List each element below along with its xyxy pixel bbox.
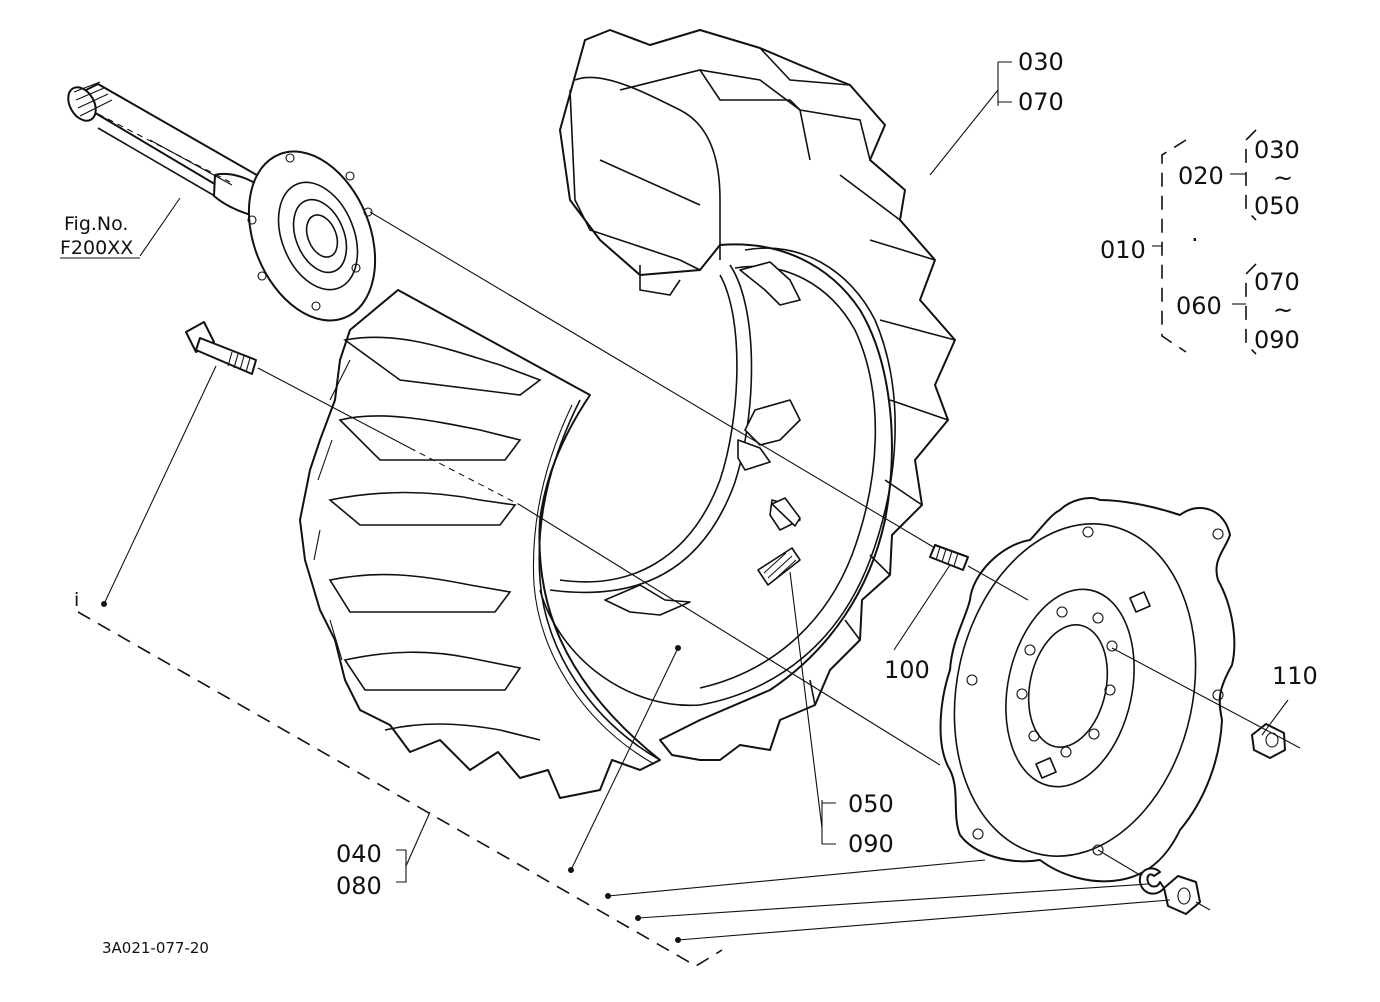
key-sub-060-tilde: ~ [1273, 296, 1293, 324]
assembly-key-bracket [1152, 129, 1257, 355]
callout-100: 100 [884, 656, 930, 684]
key-sub-060-from: 070 [1254, 268, 1300, 296]
callout-070: 070 [1018, 88, 1064, 116]
key-separator: · [1191, 226, 1199, 254]
wheel-rim [539, 247, 896, 707]
key-sub-060-to: 090 [1254, 326, 1300, 354]
key-sub-020-to: 050 [1254, 192, 1300, 220]
assembly-centerlines [97, 113, 1301, 911]
key-root-010: 010 [1100, 236, 1146, 264]
wheel-nut [1163, 875, 1201, 915]
wheel-stud [929, 544, 969, 571]
hub-nut [1251, 723, 1286, 759]
axle-shaft [67, 81, 271, 219]
group-bracket [77, 611, 723, 967]
callout-080: 080 [336, 872, 382, 900]
key-sub-020-from: 030 [1254, 136, 1300, 164]
callout-030: 030 [1018, 48, 1064, 76]
tire-rear [559, 29, 956, 761]
callout-040: 040 [336, 840, 382, 868]
figure-ref-line1: Fig.No. [64, 213, 128, 235]
leader-lines [101, 61, 1289, 943]
key-sub-060: 060 [1176, 292, 1222, 320]
lock-washer [1138, 867, 1165, 895]
axle-flange [247, 150, 377, 322]
hub-bolt [185, 321, 257, 375]
key-sub-020: 020 [1178, 162, 1224, 190]
callout-050: 050 [848, 790, 894, 818]
callout-090: 090 [848, 830, 894, 858]
tire-front [299, 289, 661, 799]
tire-valve [771, 497, 801, 527]
wheel-disc [939, 497, 1236, 883]
drawing-number: 3A021-077-20 [102, 939, 209, 957]
callout-110: 110 [1272, 662, 1318, 690]
marker-i: i [74, 589, 79, 611]
key-sub-020-tilde: ~ [1273, 164, 1293, 192]
figure-ref-line2: F200XX [60, 237, 133, 259]
